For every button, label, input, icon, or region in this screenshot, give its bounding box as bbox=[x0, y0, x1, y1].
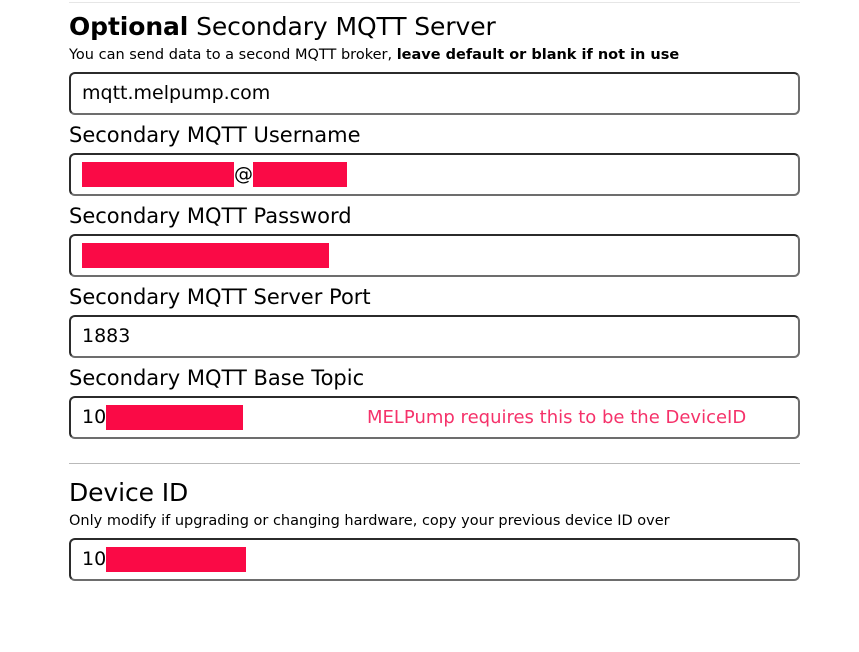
redaction-bar-device-id bbox=[106, 547, 247, 572]
section-divider bbox=[69, 463, 800, 464]
at-separator: @ bbox=[234, 163, 253, 185]
base-topic-requirement-note: MELPump requires this to be the DeviceID bbox=[367, 406, 747, 428]
secondary-mqtt-password-value bbox=[82, 243, 798, 268]
secondary-mqtt-base-topic-value: 10 bbox=[82, 405, 798, 430]
section-description-normal-text: You can send data to a second MQTT broke… bbox=[69, 47, 397, 63]
device-id-visible-prefix: 10 bbox=[82, 548, 107, 570]
secondary-mqtt-base-topic-label: Secondary MQTT Base Topic bbox=[69, 366, 365, 390]
section-description-device-id: Only modify if upgrading or changing har… bbox=[69, 511, 800, 532]
section-title-optional-prefix: Optional bbox=[69, 12, 189, 41]
section-title-secondary-mqtt-text: Secondary MQTT Server bbox=[188, 12, 496, 41]
redaction-bar-username-local bbox=[82, 162, 234, 187]
secondary-mqtt-password-label: Secondary MQTT Password bbox=[69, 204, 352, 228]
secondary-mqtt-username-input[interactable]: @ bbox=[69, 153, 800, 196]
secondary-mqtt-server-port-value: 1883 bbox=[82, 325, 131, 347]
section-description-secondary-mqtt: You can send data to a second MQTT broke… bbox=[69, 45, 800, 66]
device-id-input[interactable]: 10 bbox=[69, 538, 800, 581]
section-title-device-id: Device ID bbox=[69, 478, 800, 508]
secondary-mqtt-server-input[interactable]: mqtt.melpump.com bbox=[69, 72, 800, 115]
secondary-mqtt-password-input[interactable] bbox=[69, 234, 800, 277]
secondary-mqtt-server-port-label: Secondary MQTT Server Port bbox=[69, 285, 371, 309]
section-title-secondary-mqtt: Optional Secondary MQTT Server bbox=[69, 12, 800, 42]
section-description-device-id-text: Only modify if upgrading or changing har… bbox=[69, 513, 670, 529]
secondary-mqtt-username-value: @ bbox=[82, 162, 798, 187]
secondary-mqtt-server-port-input[interactable]: 1883 bbox=[69, 315, 800, 358]
settings-content: Optional Secondary MQTT Server You can s… bbox=[69, 12, 800, 581]
top-divider bbox=[69, 2, 800, 3]
redaction-bar-username-domain bbox=[253, 162, 347, 187]
section-description-bold-text: leave default or blank if not in use bbox=[396, 47, 680, 63]
redaction-bar-password bbox=[82, 243, 329, 268]
secondary-mqtt-base-topic-input[interactable]: 10 MELPump requires this to be the Devic… bbox=[69, 396, 800, 439]
secondary-mqtt-server-value: mqtt.melpump.com bbox=[82, 82, 271, 104]
redaction-bar-base-topic bbox=[106, 405, 244, 430]
section-title-device-id-text: Device ID bbox=[69, 478, 189, 507]
base-topic-visible-prefix: 10 bbox=[82, 406, 107, 428]
secondary-mqtt-username-label: Secondary MQTT Username bbox=[69, 123, 361, 147]
device-id-value: 10 bbox=[82, 547, 798, 572]
